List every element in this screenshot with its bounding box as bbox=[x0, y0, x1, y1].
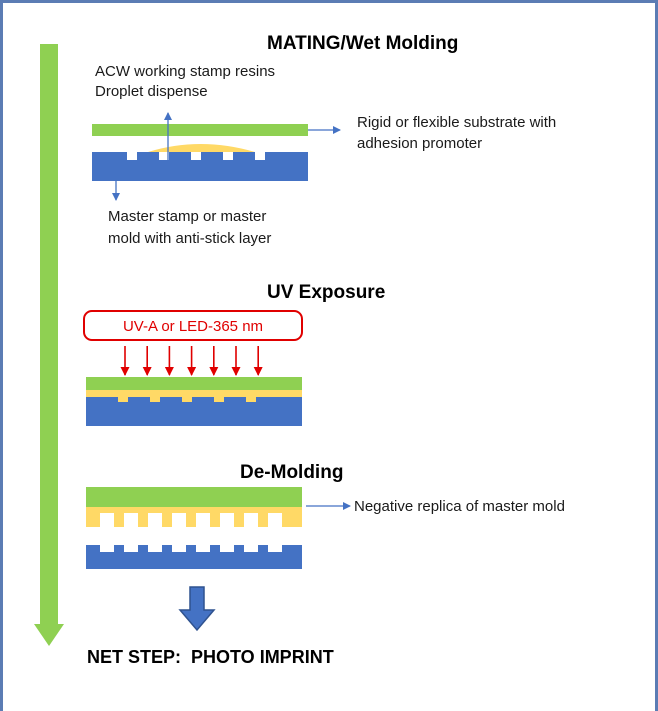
replica-cavity bbox=[220, 513, 234, 527]
uv-source-box bbox=[83, 310, 303, 341]
process-flow-arrow bbox=[34, 44, 64, 646]
resin-droplet bbox=[148, 144, 255, 152]
next-step-label: NET STEP: PHOTO IMPRINT bbox=[87, 647, 334, 667]
replica-cavity bbox=[172, 513, 186, 527]
substrate-label-line2: adhesion promoter bbox=[357, 135, 482, 152]
step-uv-exposure: UV Exposure UV-A or LED-365 nm bbox=[83, 282, 385, 426]
replica-cavity bbox=[124, 513, 138, 527]
replica-cavity bbox=[148, 513, 162, 527]
resin-label-line2: Droplet dispense bbox=[95, 83, 208, 100]
replica-cavity bbox=[268, 513, 282, 527]
uv-title: UV Exposure bbox=[267, 282, 385, 303]
mating-master-mold bbox=[92, 152, 308, 181]
mating-substrate-layer bbox=[92, 124, 308, 136]
replica-cavity bbox=[244, 513, 258, 527]
demolding-title: De-Molding bbox=[240, 462, 343, 483]
block-down-arrow-icon bbox=[178, 586, 216, 632]
replica-label: Negative replica of master mold bbox=[354, 498, 565, 515]
step-demolding: De-Molding Negative replica of master mo… bbox=[86, 462, 565, 569]
replica-cavity bbox=[100, 513, 114, 527]
master-label-line2: mold with anti-stick layer bbox=[108, 230, 271, 247]
resin-label-line1: ACW working stamp resins bbox=[95, 63, 275, 80]
step-mating: MATING/Wet Molding ACW working stamp res… bbox=[92, 33, 556, 247]
uv-arrow-group bbox=[120, 346, 263, 376]
replica-cavities bbox=[100, 513, 282, 527]
mating-title: MATING/Wet Molding bbox=[267, 33, 458, 54]
master-label-line1: Master stamp or master bbox=[108, 208, 266, 225]
down-arrow-icon bbox=[34, 624, 64, 646]
demolding-master-mold bbox=[86, 545, 302, 569]
uv-master-mold bbox=[86, 397, 302, 426]
substrate-label-line1: Rigid or flexible substrate with bbox=[357, 114, 556, 131]
replica-cavity bbox=[196, 513, 210, 527]
uv-source-label: UV-A or LED-365 nm bbox=[123, 318, 263, 335]
process-flow-arrow-shaft bbox=[40, 44, 58, 624]
uv-substrate-layer bbox=[86, 377, 302, 390]
demolding-substrate-layer bbox=[86, 487, 302, 507]
